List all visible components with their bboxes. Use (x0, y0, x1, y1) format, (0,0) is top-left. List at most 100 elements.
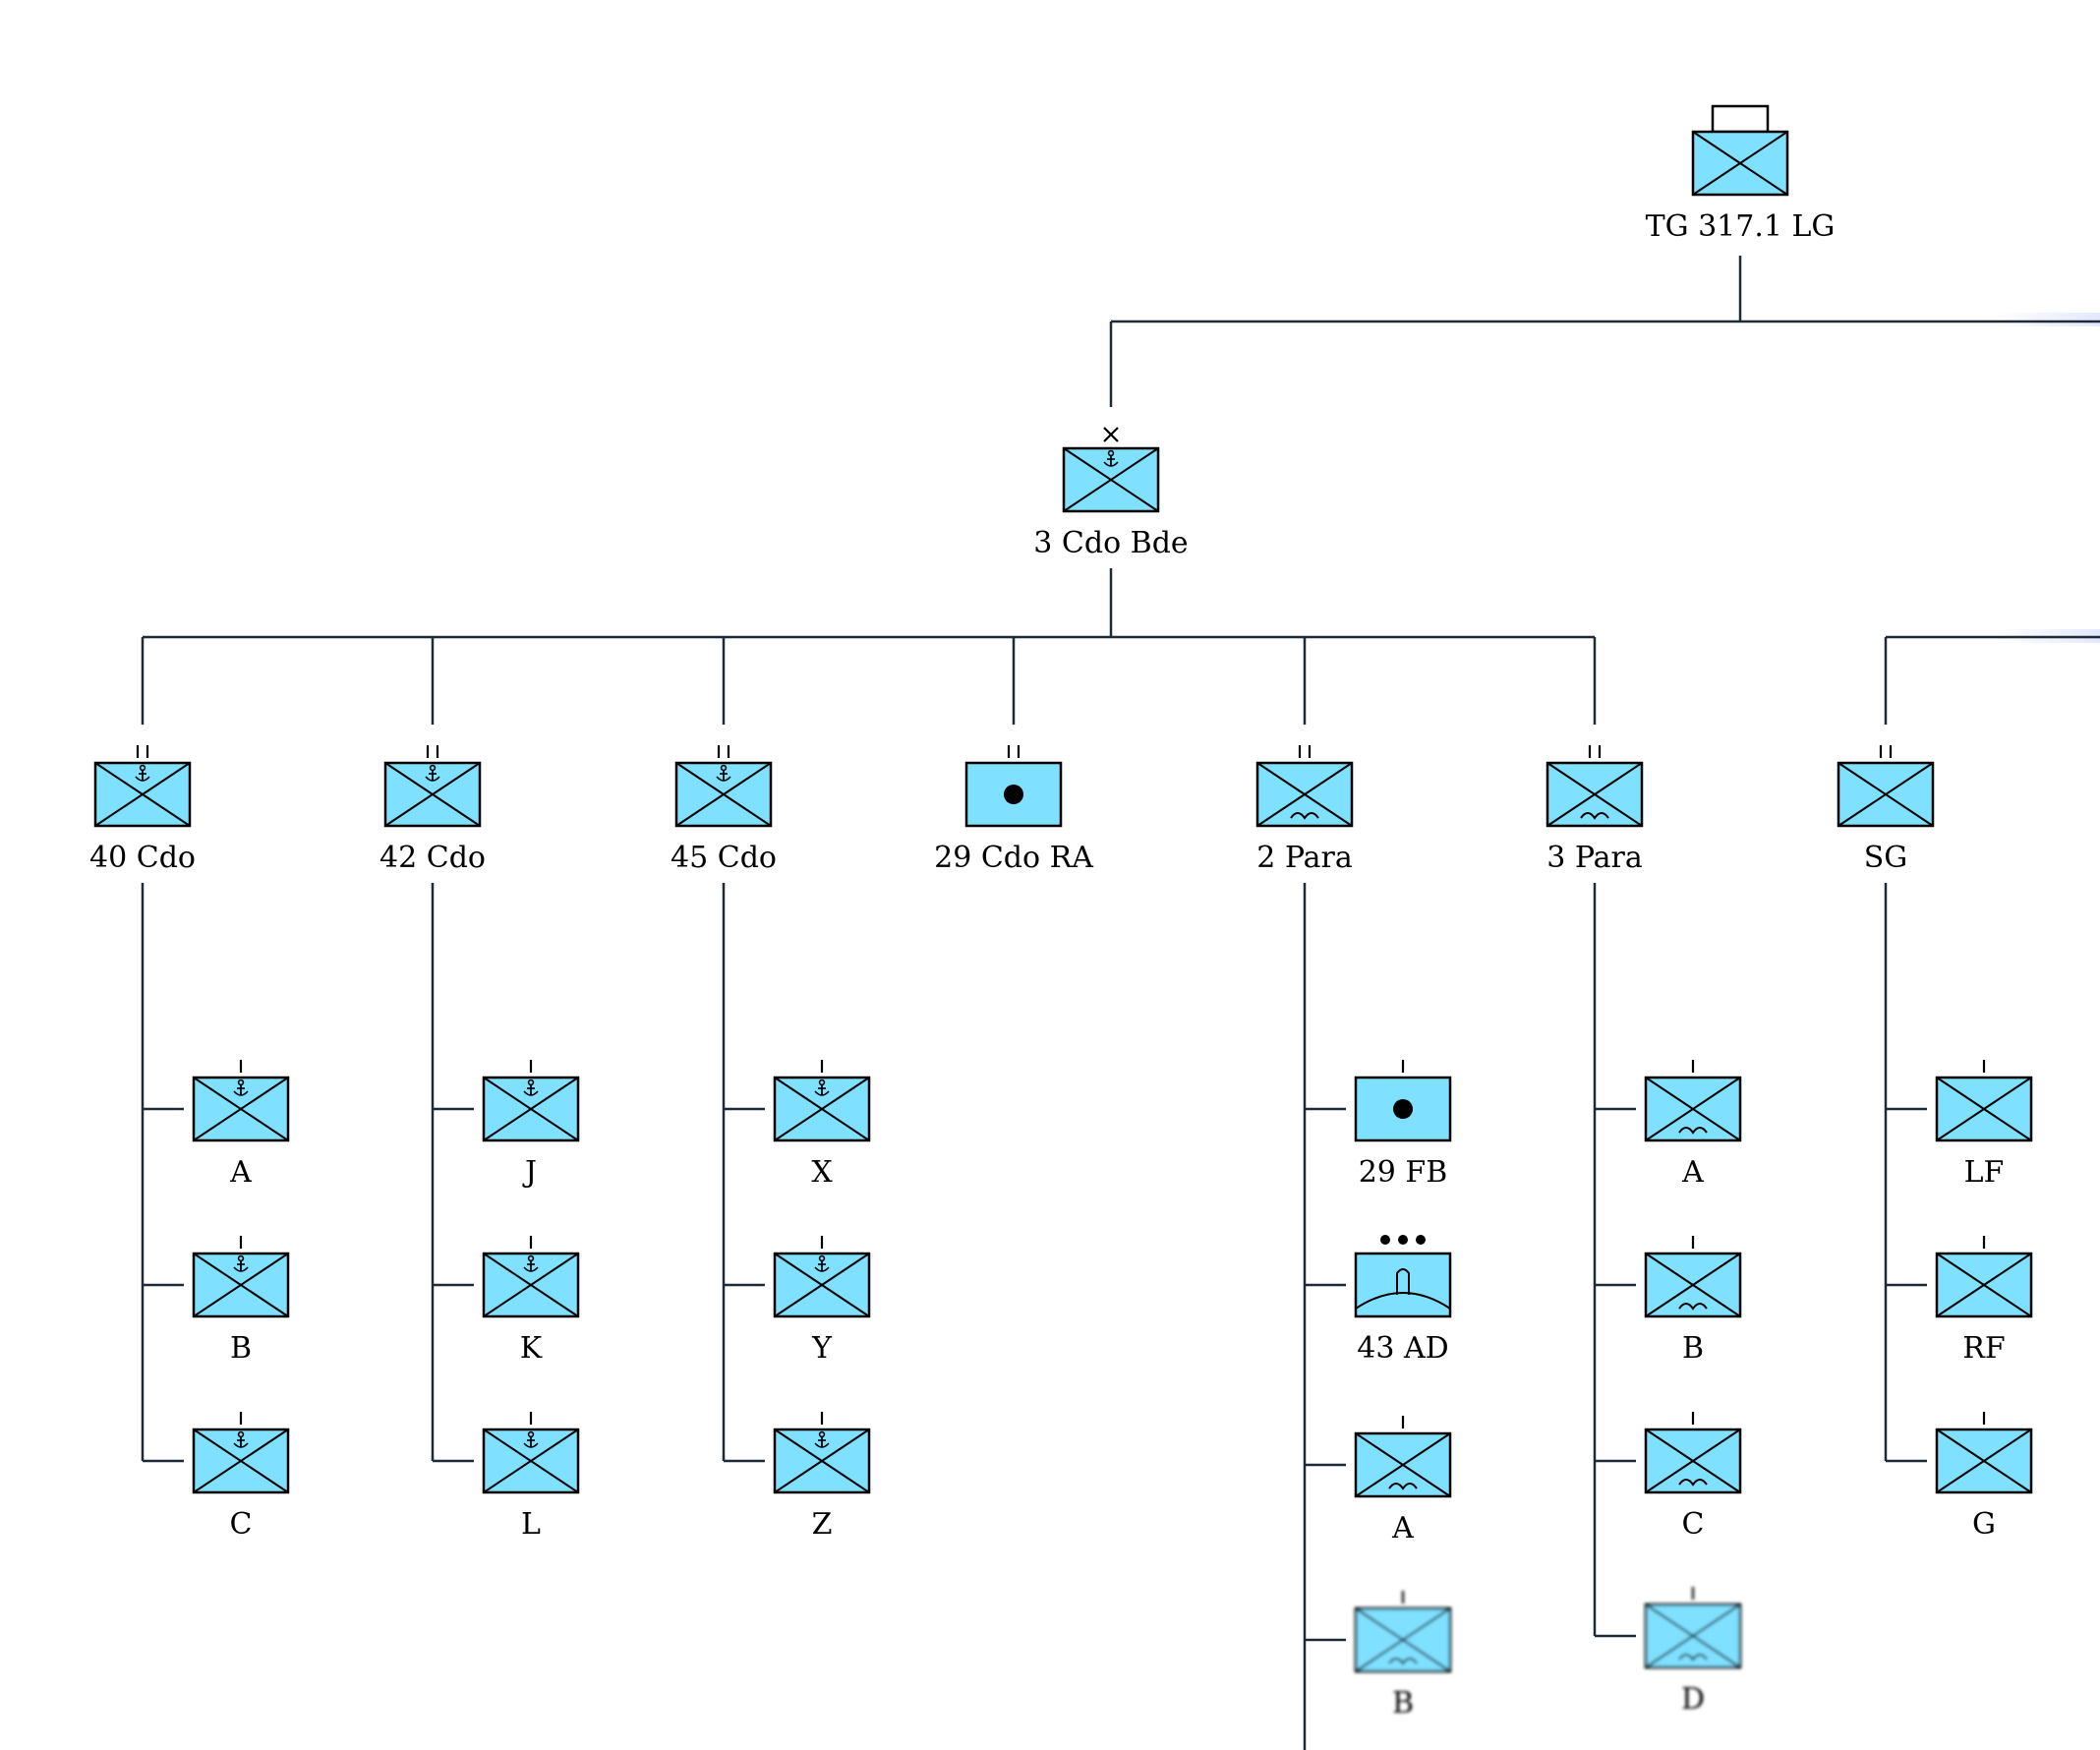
node-para2-child-3[interactable]: B (1354, 1591, 1452, 1721)
anchor-icon (814, 1079, 830, 1096)
unit-label: A (229, 1155, 252, 1190)
air-defense-dots-icon (1380, 1235, 1426, 1245)
anchor-icon (814, 1254, 830, 1272)
infantry-cross-icon (774, 1429, 870, 1493)
anchor-icon (523, 1254, 539, 1272)
infantry-cross-icon (384, 762, 481, 827)
node-cdo45-company-0[interactable]: X (773, 1060, 871, 1190)
infantry-cross-icon (1692, 131, 1788, 196)
unit-nodes: TG 317.1 LG 3 Cdo Bde 40 Cdo 42 Cdo 45 Cdo 29… (89, 104, 2033, 1721)
anchor-icon (233, 1079, 249, 1096)
node-sg-company-2[interactable]: G (1935, 1412, 2033, 1542)
node-para2-child-0[interactable]: 29 FB (1354, 1060, 1452, 1190)
parachute-icon (1290, 812, 1319, 820)
echelon-battalion-icon (1879, 745, 1893, 758)
unit-label: A (1681, 1155, 1704, 1190)
edge-highlight-top (1996, 313, 2100, 326)
node-sg-company-1[interactable]: RF (1935, 1236, 2033, 1366)
infantry-cross-icon (1645, 1077, 1741, 1141)
node-3-para[interactable]: 3 Para (1546, 745, 1644, 875)
unit-label: LF (1964, 1155, 2005, 1190)
infantry-cross-icon (1063, 447, 1159, 512)
infantry-cross-icon (483, 1253, 579, 1317)
infantry-cross-icon (1936, 1077, 2032, 1141)
artillery-dot-icon (1004, 785, 1023, 804)
node-cdo40-company-1[interactable]: B (192, 1236, 290, 1366)
node-cdo45-company-2[interactable]: Z (773, 1412, 871, 1542)
node-3-cdo-bde[interactable]: 3 Cdo Bde (1033, 427, 1189, 560)
unit-label: RF (1962, 1331, 2005, 1366)
infantry-cross-icon (774, 1077, 870, 1141)
infantry-cross-icon (483, 1429, 579, 1493)
parachute-icon (1388, 1658, 1418, 1665)
node-cdo40-company-0[interactable]: A (192, 1060, 290, 1190)
unit-label: 40 Cdo (89, 841, 196, 875)
unit-label: A (1391, 1511, 1414, 1546)
infantry-cross-icon (193, 1077, 289, 1141)
node-para3-company-2[interactable]: C (1644, 1412, 1742, 1542)
node-para3-company-1[interactable]: B (1644, 1236, 1742, 1366)
unit-label: C (1682, 1507, 1705, 1542)
infantry-cross-icon (1645, 1253, 1741, 1317)
echelon-brigade-icon (1103, 427, 1119, 442)
infantry-cross-icon (1355, 1432, 1451, 1497)
unit-label: B (1392, 1686, 1414, 1721)
infantry-cross-icon (94, 762, 191, 827)
node-2-para[interactable]: 2 Para (1255, 745, 1354, 875)
node-sg[interactable]: SG (1837, 745, 1935, 875)
unit-label: 3 Cdo Bde (1033, 526, 1188, 560)
parachute-icon (1678, 1127, 1708, 1135)
unit-label: SG (1864, 841, 1908, 875)
anchor-icon (523, 1430, 539, 1448)
unit-label: B (1682, 1331, 1704, 1366)
echelon-battalion-icon (1588, 745, 1602, 758)
echelon-battalion-icon (717, 745, 730, 758)
node-cdo42-company-2[interactable]: L (482, 1412, 580, 1542)
unit-label: D (1681, 1682, 1705, 1717)
node-tg-317-1-lg[interactable]: TG 317.1 LG (1646, 104, 1836, 244)
node-45-cdo[interactable]: 45 Cdo (671, 745, 777, 875)
unit-label: 45 Cdo (671, 841, 777, 875)
node-cdo40-company-2[interactable]: C (192, 1412, 290, 1542)
air-defense-dome-icon (1355, 1268, 1451, 1310)
anchor-icon (1103, 449, 1119, 467)
unit-label: 42 Cdo (379, 841, 486, 875)
node-para3-company-0[interactable]: A (1644, 1060, 1742, 1190)
node-sg-company-0[interactable]: LF (1935, 1060, 2033, 1190)
anchor-icon (233, 1430, 249, 1448)
infantry-cross-icon (774, 1253, 870, 1317)
node-cdo42-company-0[interactable]: J (482, 1060, 580, 1190)
node-cdo45-company-1[interactable]: Y (773, 1236, 871, 1366)
parachute-icon (1580, 812, 1609, 820)
node-42-cdo[interactable]: 42 Cdo (379, 745, 486, 875)
connector-lines (141, 256, 2100, 1750)
infantry-cross-icon (1546, 762, 1643, 827)
unit-label: L (521, 1507, 541, 1542)
unit-label: Z (812, 1507, 833, 1542)
unit-label: X (811, 1155, 833, 1190)
echelon-battalion-icon (426, 745, 439, 758)
node-para3-company-3[interactable]: D (1644, 1587, 1742, 1717)
parachute-icon (1388, 1483, 1418, 1490)
node-40-cdo[interactable]: 40 Cdo (89, 745, 196, 875)
unit-label: 29 Cdo RA (934, 841, 1093, 875)
infantry-cross-icon (675, 762, 772, 827)
parachute-icon (1678, 1479, 1708, 1487)
anchor-icon (814, 1430, 830, 1448)
node-para2-child-2[interactable]: A (1354, 1416, 1452, 1546)
infantry-cross-icon (1645, 1604, 1741, 1668)
node-29-cdo-ra[interactable]: 29 Cdo RA (934, 745, 1093, 875)
echelon-battalion-icon (1298, 745, 1312, 758)
infantry-cross-icon (1936, 1253, 2032, 1317)
infantry-cross-icon (1838, 762, 1934, 827)
unit-label: TG 317.1 LG (1646, 209, 1836, 244)
unit-label: 29 FB (1359, 1155, 1448, 1190)
anchor-icon (425, 764, 440, 782)
parachute-icon (1678, 1654, 1708, 1662)
node-cdo42-company-1[interactable]: K (482, 1236, 580, 1366)
node-para2-child-1[interactable]: 43 AD (1354, 1235, 1452, 1366)
infantry-cross-icon (483, 1077, 579, 1141)
task-group-headquarters-icon (1711, 104, 1770, 134)
echelon-battalion-icon (136, 745, 149, 758)
